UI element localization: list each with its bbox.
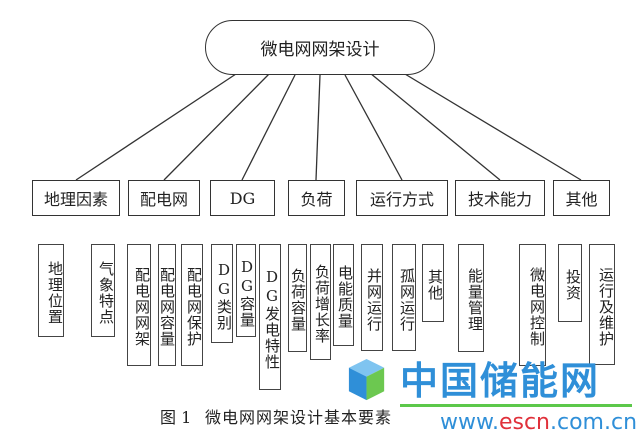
- leaf-node: 孤网运行: [392, 244, 416, 351]
- leaf-node: 配电网网架: [127, 244, 151, 366]
- figure-number: 图 1: [160, 408, 192, 427]
- leaf-node: 其他: [422, 244, 444, 322]
- leaf-node: 地理位置: [38, 244, 64, 337]
- leaf-node: 电能质量: [333, 244, 354, 346]
- leaf-node: 能量管理: [458, 244, 484, 352]
- leaf-node: 并网运行: [361, 244, 383, 351]
- leaf-node: DG类别: [211, 244, 233, 343]
- category-operation-mode: 运行方式: [356, 180, 448, 216]
- category-technical-capability: 技术能力: [455, 180, 545, 216]
- category-dg: DG: [210, 180, 275, 216]
- leaf-node: 负荷容量: [288, 244, 307, 352]
- figure-caption: 微电网网架设计基本要素: [205, 408, 393, 427]
- category-distribution-network: 配电网: [128, 180, 200, 216]
- watermark-url: www.escn.com.cn: [440, 410, 637, 436]
- leaf-node: 微电网控制: [519, 244, 546, 366]
- leaf-node: 气象特点: [91, 244, 115, 337]
- leaf-node: 配电网保护: [181, 244, 203, 366]
- watermark-site-name: 中国储能网: [400, 359, 601, 403]
- category-other: 其他: [553, 180, 610, 216]
- watermark-divider: [400, 404, 632, 407]
- leaf-node: 投资: [558, 244, 582, 322]
- leaf-node: 配电网容量: [158, 244, 176, 366]
- watermark-url-prefix: www.: [440, 410, 499, 435]
- leaf-node: 负荷增长率: [310, 244, 331, 360]
- watermark-url-suffix: .com.cn: [550, 410, 638, 435]
- leaf-node: 运行及维护: [589, 244, 615, 365]
- watermark-logo-icon: [348, 358, 385, 401]
- category-load: 负荷: [288, 180, 345, 216]
- leaf-node: DG容量: [236, 244, 256, 337]
- leaf-node: DG发电特性: [259, 244, 281, 390]
- root-node: 微电网网架设计: [205, 20, 435, 75]
- watermark-url-brand: escn: [498, 410, 550, 435]
- category-geography: 地理因素: [32, 180, 120, 216]
